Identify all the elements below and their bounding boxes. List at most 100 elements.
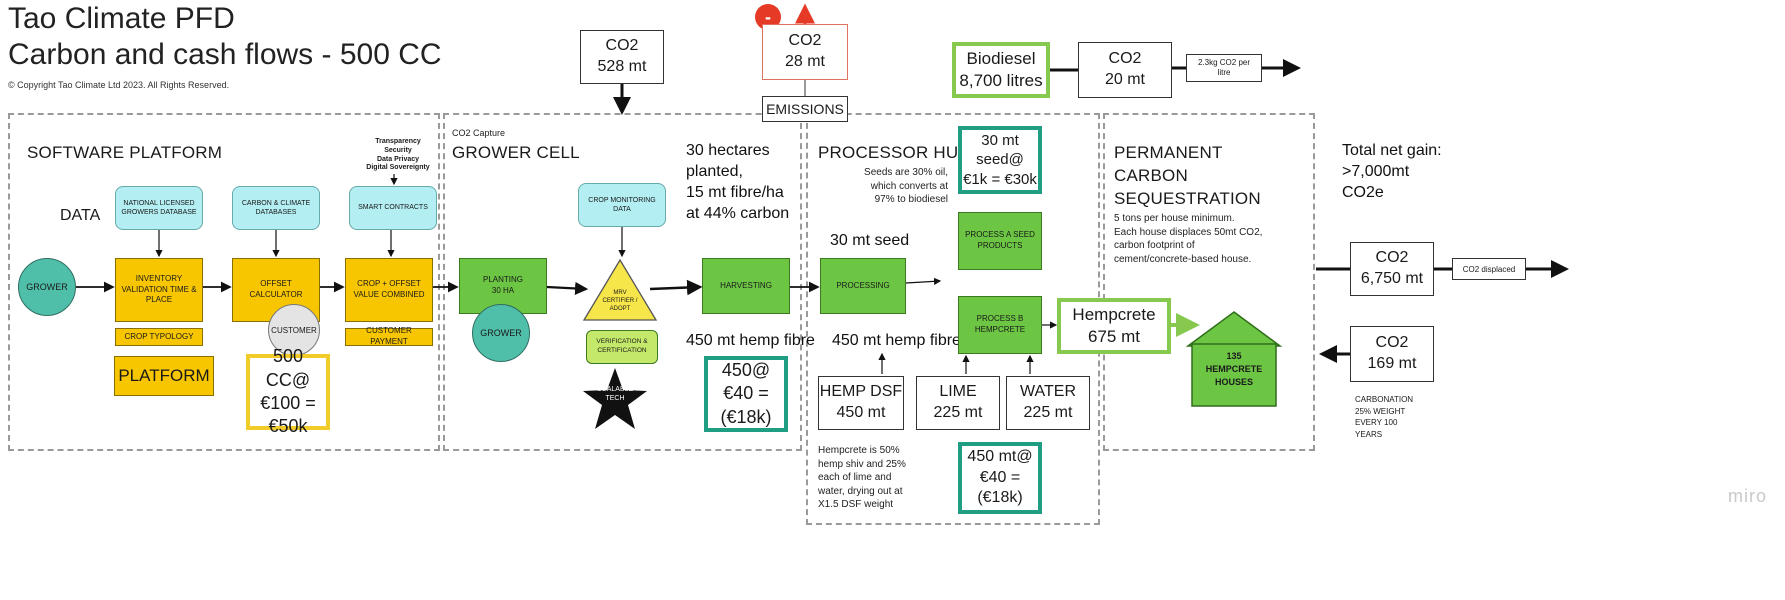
process-b-node[interactable]: PROCESS B HEMPCRETE <box>958 296 1042 354</box>
seed-note-line: Seeds are 30% oil, <box>864 167 948 178</box>
grower-cell-title: GROWER CELL <box>452 143 580 162</box>
carbonation-line: 25% WEIGHT <box>1355 406 1406 416</box>
hempcrete-note-line: Hempcrete is 50% <box>818 445 900 456</box>
co2-input-value: 528 mt <box>597 58 647 75</box>
copyright: © Copyright Tao Climate Ltd 2023. All Ri… <box>8 80 230 90</box>
hempcrete-label: Hempcrete <box>1072 304 1156 324</box>
co2-displaced-box: CO2 6,750 mt <box>1350 242 1434 296</box>
crop-offset-node[interactable]: CROP + OFFSET VALUE COMBINED <box>345 258 433 322</box>
crop-monitoring-node[interactable]: CROP MONITORING DATA <box>578 183 666 227</box>
software-platform-title: SOFTWARE PLATFORM <box>27 143 223 162</box>
houses-line: HOUSES <box>1214 377 1253 388</box>
smart-contracts-node[interactable]: SMART CONTRACTS <box>349 186 437 230</box>
hemp-dsf-value: 450 mt <box>836 404 886 421</box>
harvesting-node[interactable]: HARVESTING <box>702 258 790 314</box>
processing-node[interactable]: PROCESSING <box>820 258 906 314</box>
co2-biodiesel-label: CO2 <box>1108 50 1142 68</box>
co2-emission-label: CO2 <box>788 32 822 50</box>
hectares-line: at 44% carbon <box>686 205 790 223</box>
transparency-list: Transparency Security Data Privacy Digit… <box>352 138 444 173</box>
planting-area: 30 ha <box>491 286 515 295</box>
sequestration-title-line: PERMANENT <box>1114 143 1223 162</box>
seed-note-line: which converts at <box>870 180 948 192</box>
hectares-note: 30 hectares planted, 15 mt fibre/ha at 4… <box>686 140 789 224</box>
verifier-triangle[interactable] <box>582 258 658 322</box>
process-a-node[interactable]: PROCESS A SEED PRODUCTS <box>958 212 1042 270</box>
houses-label: 135 HEMPCRETE HOUSES <box>1192 350 1276 389</box>
hempcrete-note-line: water, drying out at <box>818 485 903 497</box>
co2-displaced-label: CO2 <box>1375 249 1409 267</box>
hempcrete-box: Hempcrete 675 mt <box>1057 298 1171 354</box>
software-platform-section <box>8 113 440 451</box>
sequestration-note-line: carbon footprint of <box>1114 240 1195 251</box>
co2-emission-box: CO2 28 mt <box>762 24 848 80</box>
total-line: CO2e <box>1342 184 1384 202</box>
inventory-node[interactable]: INVENTORY VALIDATION TIME & PLACE <box>115 258 203 322</box>
transparency-item: Digital Sovereignty <box>366 164 430 172</box>
platform-node[interactable]: PLATFORM <box>114 356 214 396</box>
crop-typology-node[interactable]: CROP TYPOLOGY <box>115 328 203 346</box>
sequestration-section <box>1103 113 1315 451</box>
cc-value-line: €100 = <box>260 393 316 413</box>
seed-oil-note: Seeds are 30% oil, which converts at 97%… <box>848 166 948 207</box>
seed-value-box: 30 mt seed@ €1k = €30k <box>958 126 1042 194</box>
lime-label: LIME <box>939 383 977 401</box>
cc-value-line: 500 CC@ <box>265 346 311 390</box>
cc-value-line: €50k <box>268 416 308 437</box>
hectares-line: planted, <box>686 163 743 181</box>
hempcrete-note-line: each of lime and <box>818 472 892 483</box>
biodiesel-box: Biodiesel 8,700 litres <box>952 42 1050 98</box>
houses-line: HEMPCRETE <box>1205 364 1263 375</box>
scalable-tech-label: SCALABLE TECH <box>597 386 634 403</box>
climate-databases-node[interactable]: CARBON & CLIMATE DATABASES <box>232 186 320 230</box>
processor-fibre-label: 450 mt hemp fibre <box>832 332 961 349</box>
grower-cell-grower-node[interactable]: GROWER <box>472 304 530 362</box>
water-box: WATER 225 mt <box>1006 376 1090 430</box>
seed-note-line: 97% to biodiesel <box>874 194 948 205</box>
fibre-value-line: €40 = <box>723 383 769 404</box>
hempcrete-value-line: €40 = <box>979 468 1021 486</box>
star-icon <box>583 368 647 429</box>
co2-biodiesel-box: CO2 20 mt <box>1078 42 1172 98</box>
displaced-label-box: CO2 displaced <box>1452 258 1526 280</box>
seed-value-line: 30 mt <box>981 131 1019 149</box>
transparency-item: Transparency <box>375 138 421 145</box>
sequestration-title-line: CARBON <box>1114 165 1188 185</box>
water-value: 225 mt <box>1023 404 1073 421</box>
carbonation-line: YEARS <box>1355 429 1383 439</box>
carbonation-note: CARBONATION 25% WEIGHT EVERY 100 YEARS <box>1355 394 1413 440</box>
co2-capture-label: CO2 Capture <box>452 128 506 138</box>
sequestration-title-line: SEQUESTRATION <box>1114 188 1261 208</box>
hemp-dsf-box: HEMP DSF 450 mt <box>818 376 904 430</box>
grower-node[interactable]: GROWER <box>18 258 76 316</box>
hempcrete-value-line: 450 mt@ <box>967 447 1033 465</box>
verification-node[interactable]: VERIFICATION & CERTIFICATION <box>586 330 658 364</box>
transparency-item: Security <box>384 146 412 154</box>
transparency-item: Data Privacy <box>376 155 420 163</box>
hectares-line: 15 mt fibre/ha <box>686 184 784 202</box>
hempcrete-note-line: hemp shiv and 25% <box>818 458 906 470</box>
co2-input-box: CO2 528 mt <box>580 30 664 84</box>
customer-payment-node[interactable]: CUSTOMER PAYMENT <box>345 326 433 346</box>
processor-hub-title: PROCESSOR HUB <box>818 143 970 162</box>
hectares-line: 30 hectares <box>686 142 770 159</box>
co2-input-label: CO2 <box>605 37 639 55</box>
sequestration-note-line: 5 tons per house minimum. <box>1114 213 1235 224</box>
co2-carbonation-value: 169 mt <box>1367 355 1417 372</box>
hempcrete-value-line: (€18k) <box>977 489 1023 507</box>
hempcrete-value-box: 450 mt@ €40 = (€18k) <box>958 442 1042 514</box>
hempcrete-note: Hempcrete is 50% hemp shiv and 25% each … <box>818 444 906 512</box>
co2-displaced-value: 6,750 mt <box>1360 270 1424 287</box>
seed-value-line: seed@ <box>976 151 1024 169</box>
seed-value-line: €1k = €30k <box>963 170 1037 188</box>
fibre-output-label: 450 mt hemp fibre <box>686 332 815 349</box>
diagram-subtitle: Carbon and cash flows - 500 CC <box>8 38 442 71</box>
biodiesel-label: Biodiesel <box>966 48 1036 68</box>
emissions-box: EMISSIONS <box>762 96 848 122</box>
co2-emission-value: 28 mt <box>784 53 825 70</box>
growers-database-node[interactable]: NATIONAL LICENSED GROWERS DATABASE <box>115 186 203 230</box>
lime-value: 225 mt <box>933 404 983 421</box>
co2-carbonation-label: CO2 <box>1375 334 1409 352</box>
fibre-value-box: 450@ €40 = (€18k) <box>704 356 788 432</box>
hempcrete-value: 675 mt <box>1088 327 1140 346</box>
